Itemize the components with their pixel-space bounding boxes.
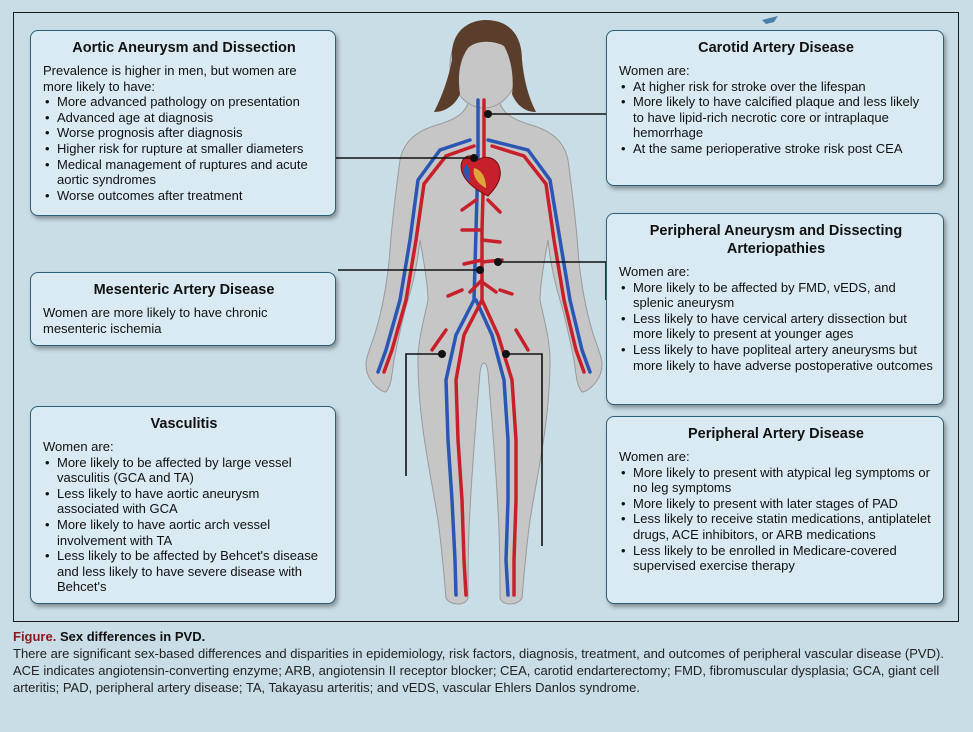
list-item: More likely to be affected by FMD, vEDS,… [621,280,933,311]
box-intro: Women are more likely to have chronic me… [43,305,268,336]
box-title: Vasculitis [150,416,218,432]
list-item: Less likely to have aortic aneurysm asso… [45,486,325,517]
connector-dots [438,110,510,358]
box-title: Peripheral Aneurysm and Dissecting Arter… [649,223,903,257]
box-title: Carotid Artery Disease [698,40,854,56]
list-item: Medical management of ruptures and acute… [45,157,325,188]
arteries [382,98,586,597]
list-item: Less likely to have cervical artery diss… [621,311,933,342]
list-item: At higher risk for stroke over the lifes… [621,79,933,95]
list-item: Less likely to be affected by Behcet's d… [45,548,325,595]
box-list: More likely to be affected by large vess… [43,455,325,595]
box-intro: Prevalence is higher in men, but women a… [43,63,297,94]
mesenteric-artery-box: Mesenteric Artery Disease Women are more… [30,272,336,346]
list-item: More advanced pathology on presentation [45,94,325,110]
caption-title: Sex differences in PVD. [59,629,206,644]
connector-lines [335,113,607,546]
heart-icon [460,155,501,197]
vasculitis-box: Vasculitis Women are: More likely to be … [30,406,336,604]
box-list: At higher risk for stroke over the lifes… [619,79,933,157]
box-intro: Women are: [619,63,690,78]
list-item: Advanced age at diagnosis [45,110,325,126]
list-item: More likely to have aortic arch vessel i… [45,517,325,548]
box-intro: Women are: [619,264,690,279]
caption-label: Figure. [13,629,57,644]
list-item: More likely to be affected by large vess… [45,455,325,486]
list-item: More likely to present with atypical leg… [621,465,933,496]
list-item: More likely to have calcified plaque and… [621,94,933,141]
box-title: Mesenteric Artery Disease [93,282,275,298]
list-item: Worse outcomes after treatment [45,188,325,204]
decorative-mark [762,16,778,24]
list-item: At the same perioperative stroke risk po… [621,141,933,157]
box-intro: Women are: [619,449,690,464]
box-list: More advanced pathology on presentation … [43,94,325,203]
aortic-aneurysm-box: Aortic Aneurysm and Dissection Prevalenc… [30,30,336,216]
peripheral-artery-disease-box: Peripheral Artery Disease Women are: Mor… [606,416,944,604]
carotid-artery-box: Carotid Artery Disease Women are: At hig… [606,30,944,186]
box-title: Aortic Aneurysm and Dissection [72,40,296,56]
list-item: More likely to present with later stages… [621,496,933,512]
box-list: More likely to be affected by FMD, vEDS,… [619,280,933,374]
list-item: Worse prognosis after diagnosis [45,125,325,141]
veins [376,98,592,597]
box-list: More likely to present with atypical leg… [619,465,933,574]
caption-text: There are significant sex-based differen… [13,646,944,695]
hair [434,20,536,112]
peripheral-aneurysm-box: Peripheral Aneurysm and Dissecting Arter… [606,213,944,405]
list-item: Less likely to have popliteal artery ane… [621,342,933,373]
box-intro: Women are: [43,439,114,454]
list-item: Less likely to be enrolled in Medicare-c… [621,543,933,574]
list-item: Higher risk for rupture at smaller diame… [45,141,325,157]
figure-caption: Figure. Sex differences in PVD. There ar… [13,628,963,696]
box-title: Peripheral Artery Disease [688,426,864,442]
list-item: Less likely to receive statin medication… [621,511,933,542]
